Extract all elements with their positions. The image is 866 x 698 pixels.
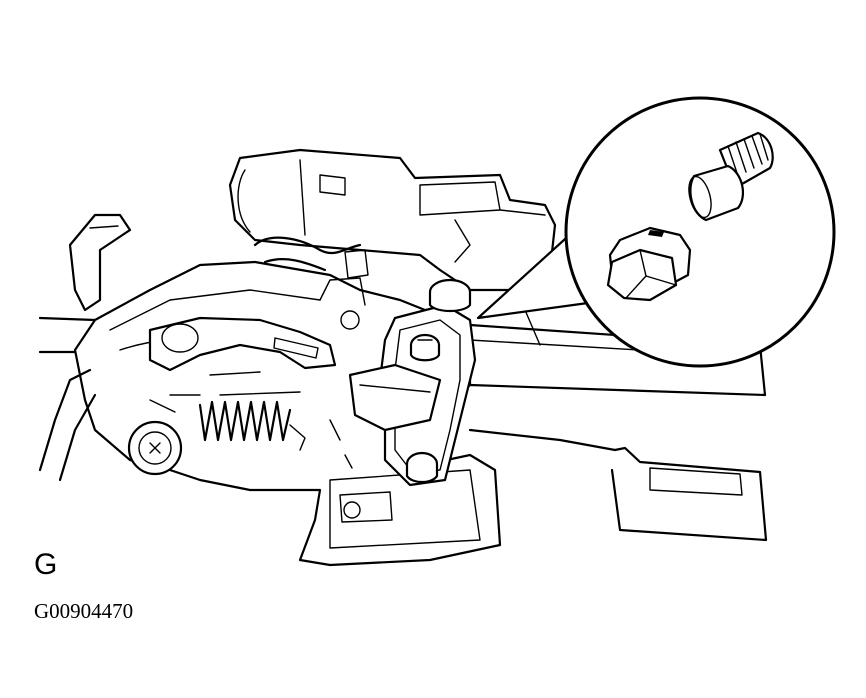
wire-harness xyxy=(253,236,369,279)
top-nut xyxy=(428,278,472,313)
lower-bolt xyxy=(405,451,439,484)
figure-code: G00904470 xyxy=(34,599,134,623)
pivot-knob xyxy=(127,420,183,476)
magnified-nut xyxy=(606,226,692,302)
tension-spring xyxy=(169,394,306,451)
upper-bolt xyxy=(409,333,441,362)
right-lower-bracket xyxy=(468,428,768,542)
magnified-callout xyxy=(564,96,836,368)
clamp-block xyxy=(348,363,442,432)
left-hook-arm xyxy=(38,213,132,482)
tilt-lever xyxy=(148,316,337,372)
magnified-bolt xyxy=(688,131,774,222)
view-letter: G xyxy=(34,548,58,581)
